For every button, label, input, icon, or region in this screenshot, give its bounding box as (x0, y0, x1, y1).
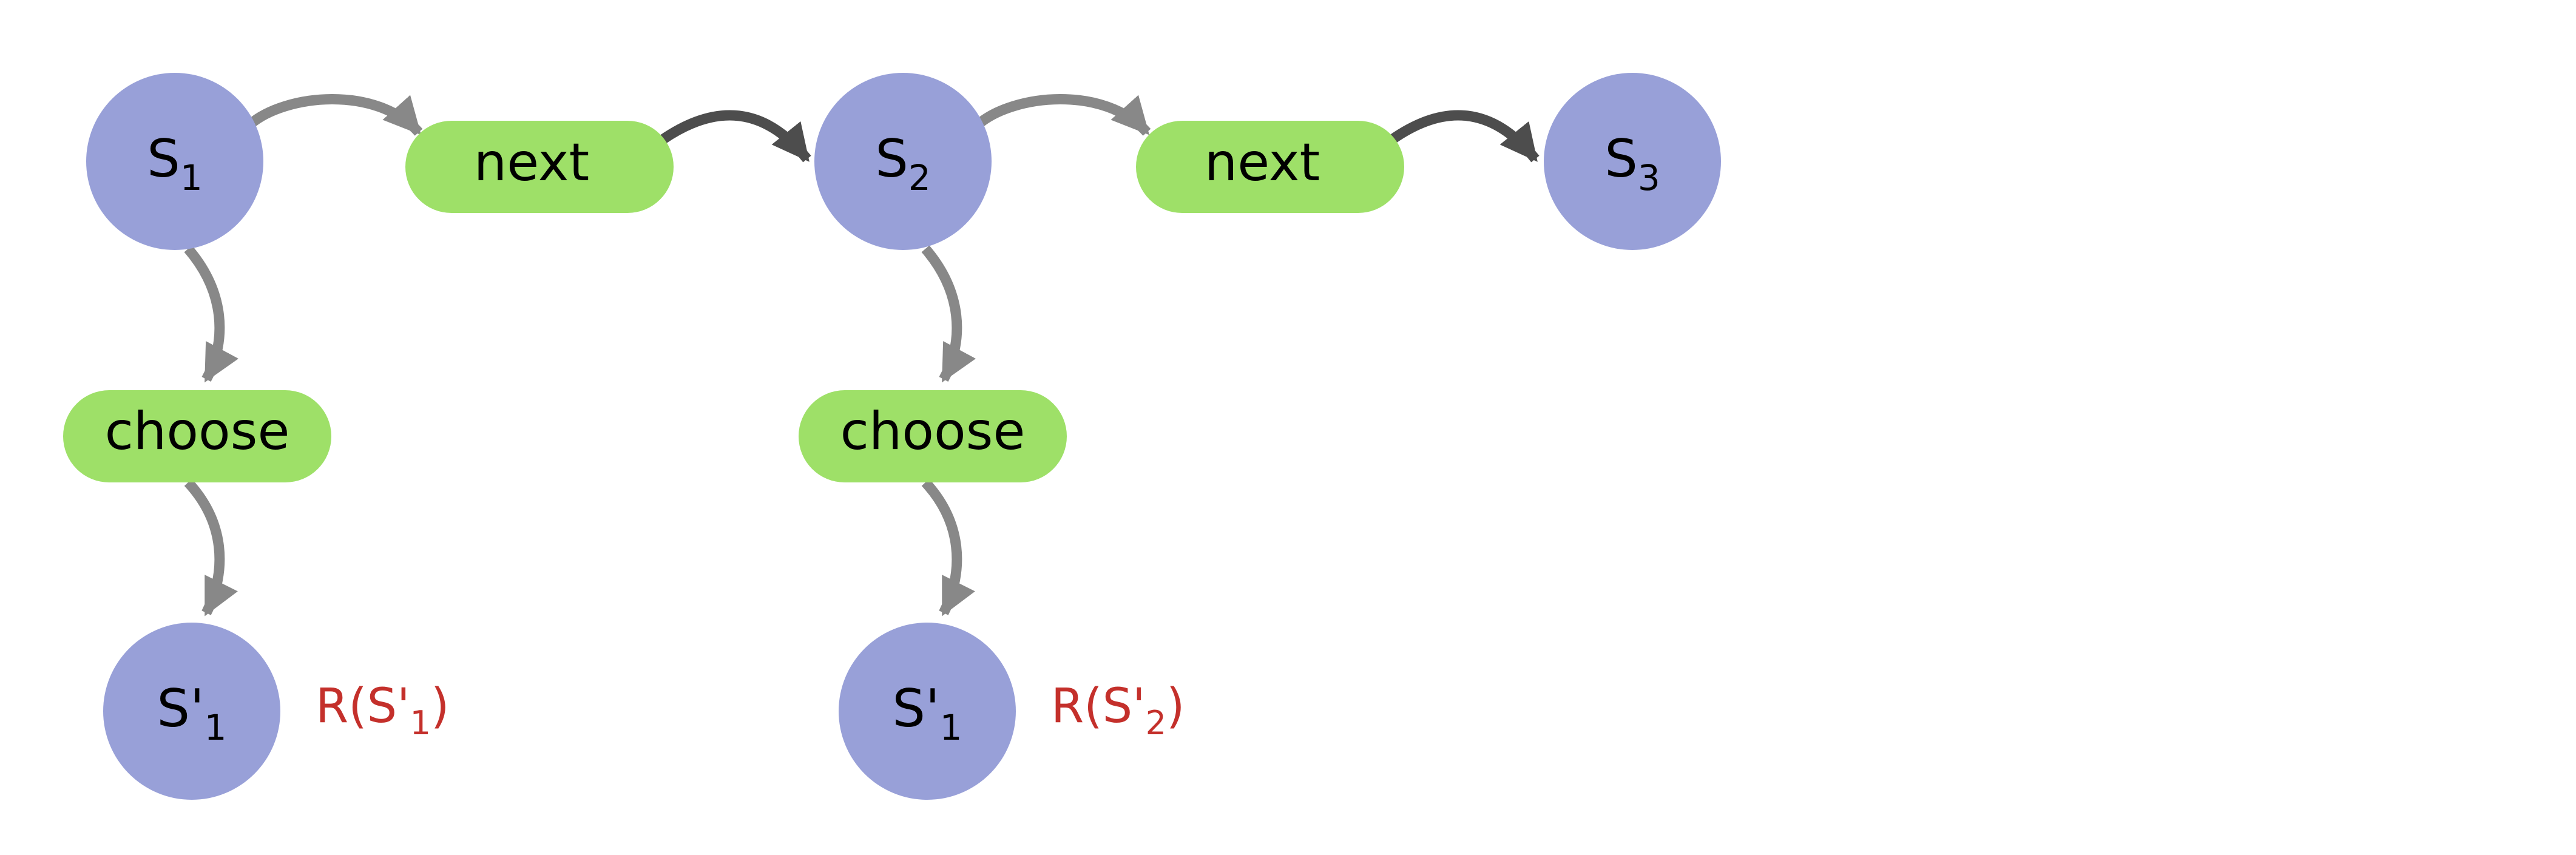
action-node-next-2: next (1136, 121, 1404, 213)
svg-text:S2: S2 (875, 129, 931, 198)
svg-text:S'1: S'1 (892, 678, 962, 748)
state-node-s1: S1 (86, 73, 263, 250)
edge-choose1-to-s1p (184, 479, 238, 617)
state-node-s2: S2 (814, 73, 992, 250)
edge-s2-to-next2 (975, 94, 1151, 136)
svg-text:choose: choose (105, 401, 290, 462)
svg-text:S3: S3 (1604, 129, 1660, 198)
svg-text:next: next (474, 132, 590, 193)
edge-next2-to-s3 (1389, 110, 1540, 163)
edge-choose2-to-s2p (921, 479, 975, 617)
edge-next1-to-s2 (660, 110, 811, 163)
svg-text:S'1: S'1 (157, 678, 226, 748)
reward-label-1: R(S'1) (316, 679, 449, 742)
edge-s1-to-next1 (246, 94, 423, 136)
state-node-s2-prime: S'1 (839, 623, 1016, 800)
state-node-s3: S3 (1544, 73, 1721, 250)
action-node-choose-1: choose (63, 390, 331, 482)
action-node-choose-2: choose (799, 390, 1067, 482)
state-node-s1-prime: S'1 (103, 623, 280, 800)
svg-text:next: next (1205, 132, 1320, 193)
edge-s1-to-choose1 (184, 245, 239, 383)
reward-label-2: R(S'2) (1051, 679, 1185, 742)
svg-text:S1: S1 (147, 129, 203, 198)
action-node-next-1: next (405, 121, 674, 213)
edges (184, 94, 1540, 617)
edge-s2-to-choose2 (921, 245, 976, 383)
svg-text:choose: choose (840, 401, 1026, 462)
